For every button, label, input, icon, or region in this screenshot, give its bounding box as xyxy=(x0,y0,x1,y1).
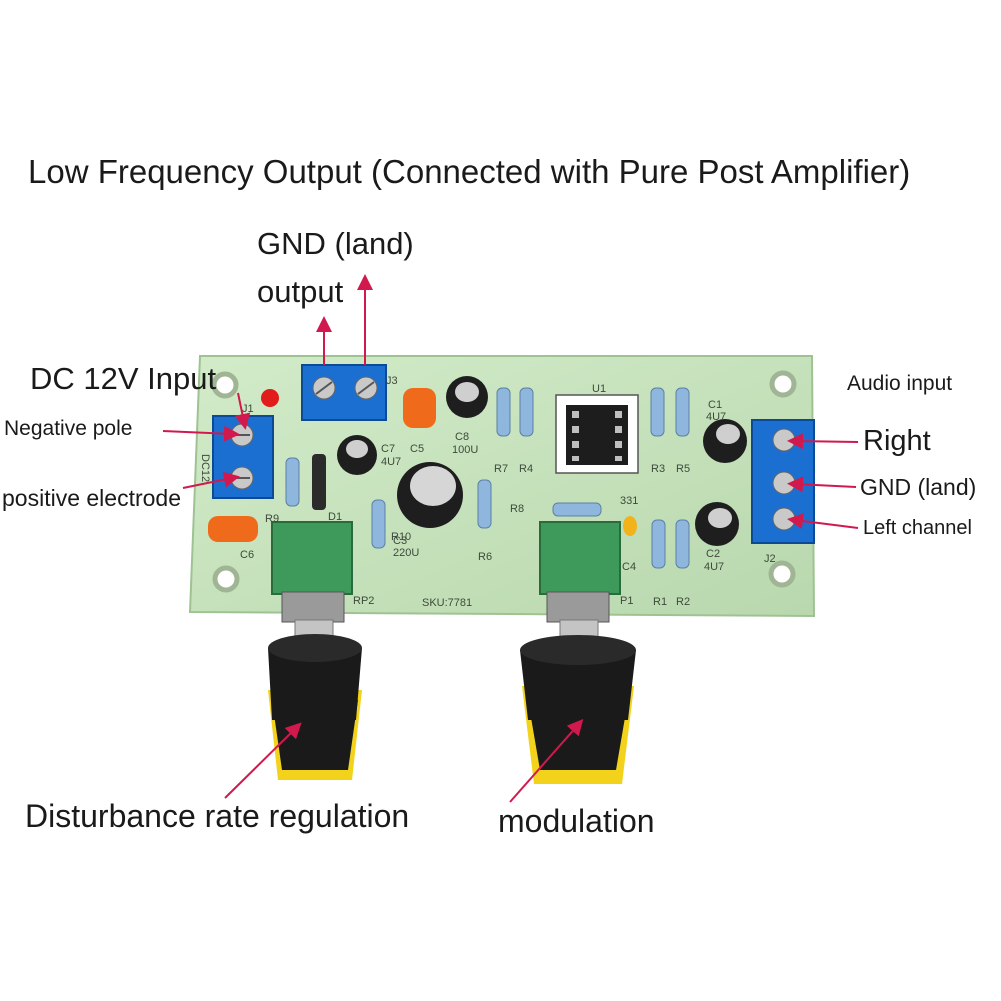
silk-rp2: RP2 xyxy=(353,595,374,607)
silk-c8: C8 xyxy=(455,431,469,443)
label-output: output xyxy=(257,274,344,309)
terminal-j2 xyxy=(751,419,815,544)
silk-r9: R9 xyxy=(265,513,279,525)
silk-r10: R10 xyxy=(391,531,411,543)
silk-u1: U1 xyxy=(592,383,606,395)
silk-c1: C1 xyxy=(708,399,722,411)
capacitors-electrolytic xyxy=(337,376,747,546)
silk-c7: C7 xyxy=(381,443,395,455)
arrow-gnd-in xyxy=(787,476,857,493)
silk-c3-val: 220U xyxy=(393,547,419,559)
resistors xyxy=(285,387,690,569)
silk-sku: SKU:7781 xyxy=(422,597,472,609)
page-title: Low Frequency Output (Connected with Pur… xyxy=(28,153,911,190)
silk-j3: J3 xyxy=(386,375,398,387)
silk-c8-val: 100U xyxy=(452,444,478,456)
silk-r8-val: 331 xyxy=(620,495,638,507)
label-audio-input: Audio input xyxy=(847,372,953,395)
silk-dc: DC12 xyxy=(199,454,211,482)
arrow-positive xyxy=(182,471,240,489)
silk-d1: D1 xyxy=(328,511,342,523)
arrow-negative xyxy=(162,425,240,442)
silk-r2: R2 xyxy=(676,596,690,608)
silk-j1: J1 xyxy=(242,403,254,415)
mounting-holes xyxy=(211,370,797,593)
label-modulation: modulation xyxy=(498,803,655,839)
label-gnd-land-output: GND (land) xyxy=(257,226,414,261)
label-right: Right xyxy=(863,425,931,457)
arrow-left xyxy=(787,513,859,529)
label-left-channel: Left channel xyxy=(863,517,972,539)
silk-r4: R4 xyxy=(519,463,533,475)
label-gnd-land-input: GND (land) xyxy=(860,474,977,500)
label-positive-electrode: positive electrode xyxy=(2,485,181,511)
silk-c1-val: 4U7 xyxy=(706,411,726,423)
silk-c6: C6 xyxy=(240,549,254,561)
pot-rp1 xyxy=(520,521,636,784)
arrow-right xyxy=(787,433,859,450)
silk-r1: R1 xyxy=(653,596,667,608)
label-disturbance: Disturbance rate regulation xyxy=(25,798,410,834)
terminal-j1 xyxy=(212,415,274,499)
silk-c4: C4 xyxy=(622,561,636,573)
silk-c5: C5 xyxy=(410,443,424,455)
silk-r6: R6 xyxy=(478,551,492,563)
silk-j2: J2 xyxy=(764,553,776,565)
silk-r7: R7 xyxy=(494,463,508,475)
silk-c2-val: 4U7 xyxy=(704,561,724,573)
silk-r8: R8 xyxy=(510,503,524,515)
terminal-j3 xyxy=(301,364,387,421)
label-negative-pole: Negative pole xyxy=(4,417,133,440)
silk-r5: R5 xyxy=(676,463,690,475)
silk-c3: C3 xyxy=(393,535,407,547)
arrow-dc xyxy=(234,392,251,430)
silkscreen: J1 J3 U1 C1 4U7 C2 4U7 C3 220U C4 C5 C6 … xyxy=(199,375,776,609)
label-dc-input: DC 12V Input xyxy=(30,361,217,396)
annotation-arrows xyxy=(162,274,859,803)
silk-c7-val: 4U7 xyxy=(381,456,401,468)
arrow-disturbance xyxy=(224,722,302,799)
arrow-modulation xyxy=(509,719,584,803)
pot-rp2 xyxy=(268,521,362,780)
silk-rp1: P1 xyxy=(620,595,633,607)
silk-c2: C2 xyxy=(706,548,720,560)
ic-u1 xyxy=(555,394,639,474)
silk-r3: R3 xyxy=(651,463,665,475)
